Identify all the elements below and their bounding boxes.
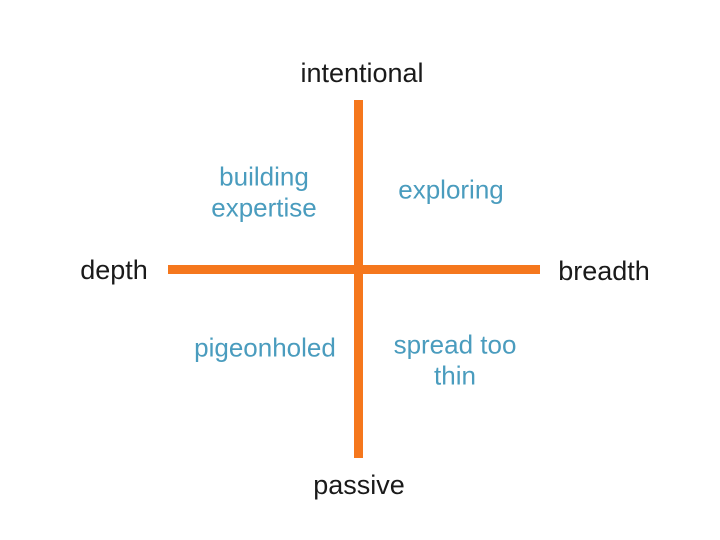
axis-label-bottom: passive xyxy=(313,470,405,501)
horizontal-axis-line xyxy=(168,265,540,274)
quadrant-label-bottom-right: spread too thin xyxy=(393,329,517,390)
quadrant-label-bottom-left: pigeonholed xyxy=(194,332,336,363)
quadrant-label-top-left: building expertise xyxy=(211,161,317,222)
quadrant-label-top-right: exploring xyxy=(398,174,504,205)
axis-label-left: depth xyxy=(80,255,148,286)
axis-label-top: intentional xyxy=(300,58,424,89)
axis-label-right: breadth xyxy=(558,256,650,287)
vertical-axis-line xyxy=(354,100,363,458)
